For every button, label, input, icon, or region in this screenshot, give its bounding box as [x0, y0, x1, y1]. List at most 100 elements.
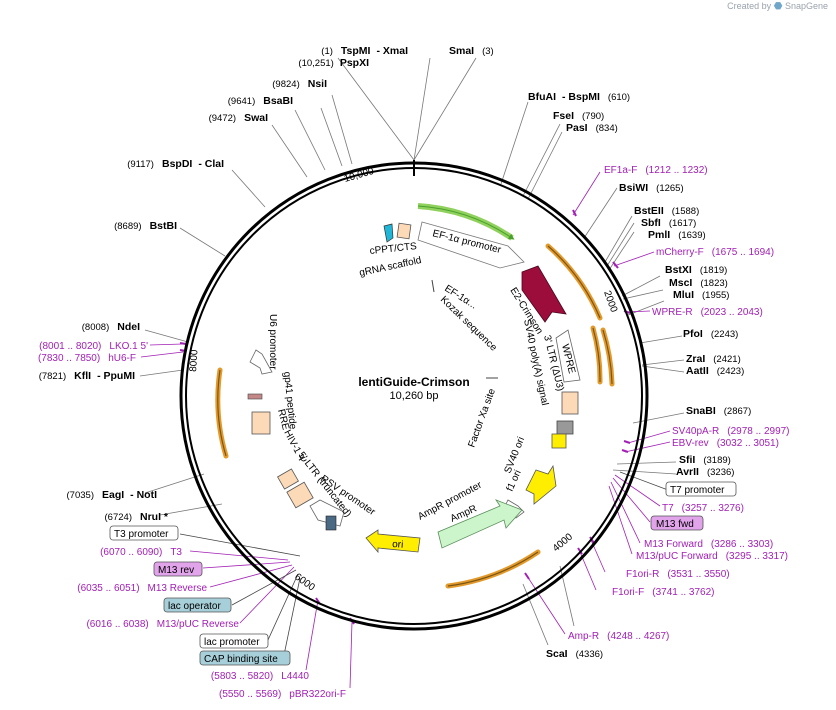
primer-labels-left: (8001 .. 8020)LKO.1 5' (7830 .. 7850)hU6… — [38, 341, 346, 700]
site-sbfi[interactable]: SbfI — [641, 217, 661, 229]
svg-text:F1ori-R(3531 .. 3550): F1ori-R(3531 .. 3550) — [626, 569, 730, 580]
primer-f1ori-r[interactable]: F1ori-R — [626, 569, 659, 580]
box-t7-promoter[interactable]: T7 promoter — [670, 485, 725, 496]
ori-label: ori — [392, 539, 404, 551]
site-bspdi[interactable]: BspDI — [162, 158, 192, 170]
svg-text:(9117)BspDI- ClaI: (9117)BspDI- ClaI — [127, 158, 224, 170]
site-nrui[interactable]: NruI * — [140, 511, 169, 523]
site-bstbi[interactable]: BstBI — [150, 220, 178, 232]
brand-name: SnapGene — [784, 1, 828, 11]
rre-feature — [251, 411, 271, 435]
site-snabi[interactable]: SnaBI — [686, 405, 716, 417]
site-zrai[interactable]: ZraI — [686, 353, 705, 365]
svg-text:Amp-R(4248 .. 4267): Amp-R(4248 .. 4267) — [568, 631, 669, 642]
grna-label: gRNA scaffold — [358, 255, 422, 279]
plasmid-name: lentiGuide-Crimson — [358, 375, 469, 389]
svg-text:(9472)SwaI: (9472)SwaI — [209, 112, 268, 124]
primer-lko1-5[interactable]: LKO.1 5' — [109, 341, 148, 352]
tick-label-10000: 10,000 — [343, 166, 376, 185]
primer-m13-puc-forward[interactable]: M13/pUC Forward — [636, 551, 718, 562]
primer-m13-forward[interactable]: M13 Forward — [644, 539, 703, 550]
primer-l4440[interactable]: L4440 — [281, 671, 309, 682]
svg-text:M13 Forward(3286 .. 3303): M13 Forward(3286 .. 3303) — [644, 539, 773, 550]
site-smai[interactable]: SmaI — [449, 45, 474, 57]
site-bsiwi[interactable]: BsiWI — [619, 182, 648, 194]
u6-label: U6 promoter — [267, 314, 278, 370]
box-lac-operator[interactable]: lac operator — [168, 601, 221, 612]
primer-sv40pa-r[interactable]: SV40pA-R — [672, 426, 719, 437]
primer-t3[interactable]: T3 — [170, 547, 182, 558]
svg-text:(6035 .. 6051)M13 Reverse: (6035 .. 6051)M13 Reverse — [77, 583, 207, 594]
svg-text:WPRE-R(2023 .. 2043): WPRE-R(2023 .. 2043) — [652, 307, 763, 318]
primer-pbr322ori-f[interactable]: pBR322ori-F — [289, 689, 346, 700]
svg-text:F1ori-F(3741 .. 3762): F1ori-F(3741 .. 3762) — [612, 587, 715, 598]
hiv-label: HIV-1 Ψ — [281, 428, 308, 465]
snapgene-brand: Created by ⬣ SnapGene — [727, 1, 828, 12]
plasmid-size: 10,260 bp — [390, 390, 439, 402]
site-tspmi[interactable]: TspMI — [341, 45, 371, 57]
site-nsii[interactable]: NsiI — [308, 78, 327, 90]
svg-text:SfiI(3189): SfiI(3189) — [679, 454, 731, 466]
site-bstxi[interactable]: BstXI — [665, 264, 692, 276]
site-pmli[interactable]: PmlI — [648, 229, 670, 241]
site-aatii[interactable]: AatII — [686, 365, 709, 377]
box-m13-rev[interactable]: M13 rev — [158, 565, 194, 576]
svg-text:(5803 .. 5820)L4440: (5803 .. 5820)L4440 — [211, 671, 310, 682]
orf-arc-cores — [217, 245, 613, 587]
box-cap-binding-site[interactable]: CAP binding site — [204, 654, 278, 665]
primer-hu6-f[interactable]: hU6-F — [108, 353, 136, 364]
primer-m13-puc-reverse[interactable]: M13/pUC Reverse — [157, 619, 240, 630]
svg-text:PmlI(1639): PmlI(1639) — [648, 229, 706, 241]
hiv-psi-feature — [277, 468, 299, 490]
site-bfuai[interactable]: BfuAI — [528, 91, 556, 103]
site-avrii[interactable]: AvrII — [676, 466, 699, 478]
ltr5-feature — [286, 481, 314, 509]
svg-text:(9824)NsiI: (9824)NsiI — [272, 78, 327, 90]
svg-text:PfoI(2243): PfoI(2243) — [683, 328, 738, 340]
site-scai[interactable]: ScaI — [546, 648, 568, 660]
svg-text:(9641)BsaBI: (9641)BsaBI — [228, 95, 293, 107]
ori-feature — [365, 529, 421, 554]
site-pfoi[interactable]: PfoI — [683, 328, 703, 340]
primer-amp-r[interactable]: Amp-R — [568, 631, 599, 642]
box-lac-promoter[interactable]: lac promoter — [204, 637, 260, 648]
site-kfli[interactable]: KflI — [74, 370, 91, 382]
svg-text:PasI(834): PasI(834) — [566, 122, 618, 134]
primer-ebv-rev[interactable]: EBV-rev — [672, 438, 709, 449]
site-swai[interactable]: SwaI — [244, 112, 268, 124]
primer-leader-lines — [140, 171, 671, 689]
site-ndei[interactable]: NdeI — [117, 321, 140, 333]
site-mlui[interactable]: MluI — [673, 289, 694, 301]
site-eagi[interactable]: EagI — [102, 489, 124, 501]
site-bsabi[interactable]: BsaBI — [263, 95, 293, 107]
cppt-feature — [396, 222, 412, 240]
primer-ef1a-f[interactable]: EF1a-F — [604, 165, 637, 176]
site-pspxi[interactable]: PspXI — [340, 57, 369, 69]
primer-m13-reverse[interactable]: M13 Reverse — [148, 583, 208, 594]
site-bsteii[interactable]: BstEII — [634, 205, 664, 217]
site-sfii[interactable]: SfiI — [679, 454, 695, 466]
primer-mcherry-f[interactable]: mCherry-F — [656, 247, 704, 258]
brand-prefix: Created by — [727, 1, 772, 11]
boxed-labels: T7 promoter M13 fwd T3 promoter M13 rev … — [109, 481, 737, 666]
sv40-polya-feature — [556, 420, 574, 435]
svg-text:SbfI(1617): SbfI(1617) — [641, 217, 696, 229]
cppt-label: cPPT/CTS — [369, 241, 417, 257]
svg-text:BfuAI- BspMI(610): BfuAI- BspMI(610) — [528, 91, 630, 103]
box-m13-fwd[interactable]: M13 fwd — [656, 519, 694, 530]
site-fsei[interactable]: FseI — [553, 110, 574, 122]
site-pasi[interactable]: PasI — [566, 122, 588, 134]
primer-f1ori-f[interactable]: F1ori-F — [612, 587, 644, 598]
primer-wpre-r[interactable]: WPRE-R — [652, 307, 693, 318]
tick-label-4000: 4000 — [551, 531, 575, 554]
lac-region-block — [325, 515, 337, 531]
primer-labels-right: EF1a-F(1212 .. 1232) mCherry-F(1675 .. 1… — [568, 165, 790, 642]
rre-label: RRE — [275, 408, 291, 431]
site-msci[interactable]: MscI — [669, 277, 692, 289]
svg-text:(7035)EagI- NotI: (7035)EagI- NotI — [67, 489, 158, 501]
primer-marks — [179, 209, 631, 625]
primer-t7[interactable]: T7 — [662, 503, 674, 514]
u6-promoter-feature — [249, 349, 273, 375]
svg-text:SmaI(3): SmaI(3) — [449, 45, 494, 57]
box-t3-promoter[interactable]: T3 promoter — [114, 529, 169, 540]
